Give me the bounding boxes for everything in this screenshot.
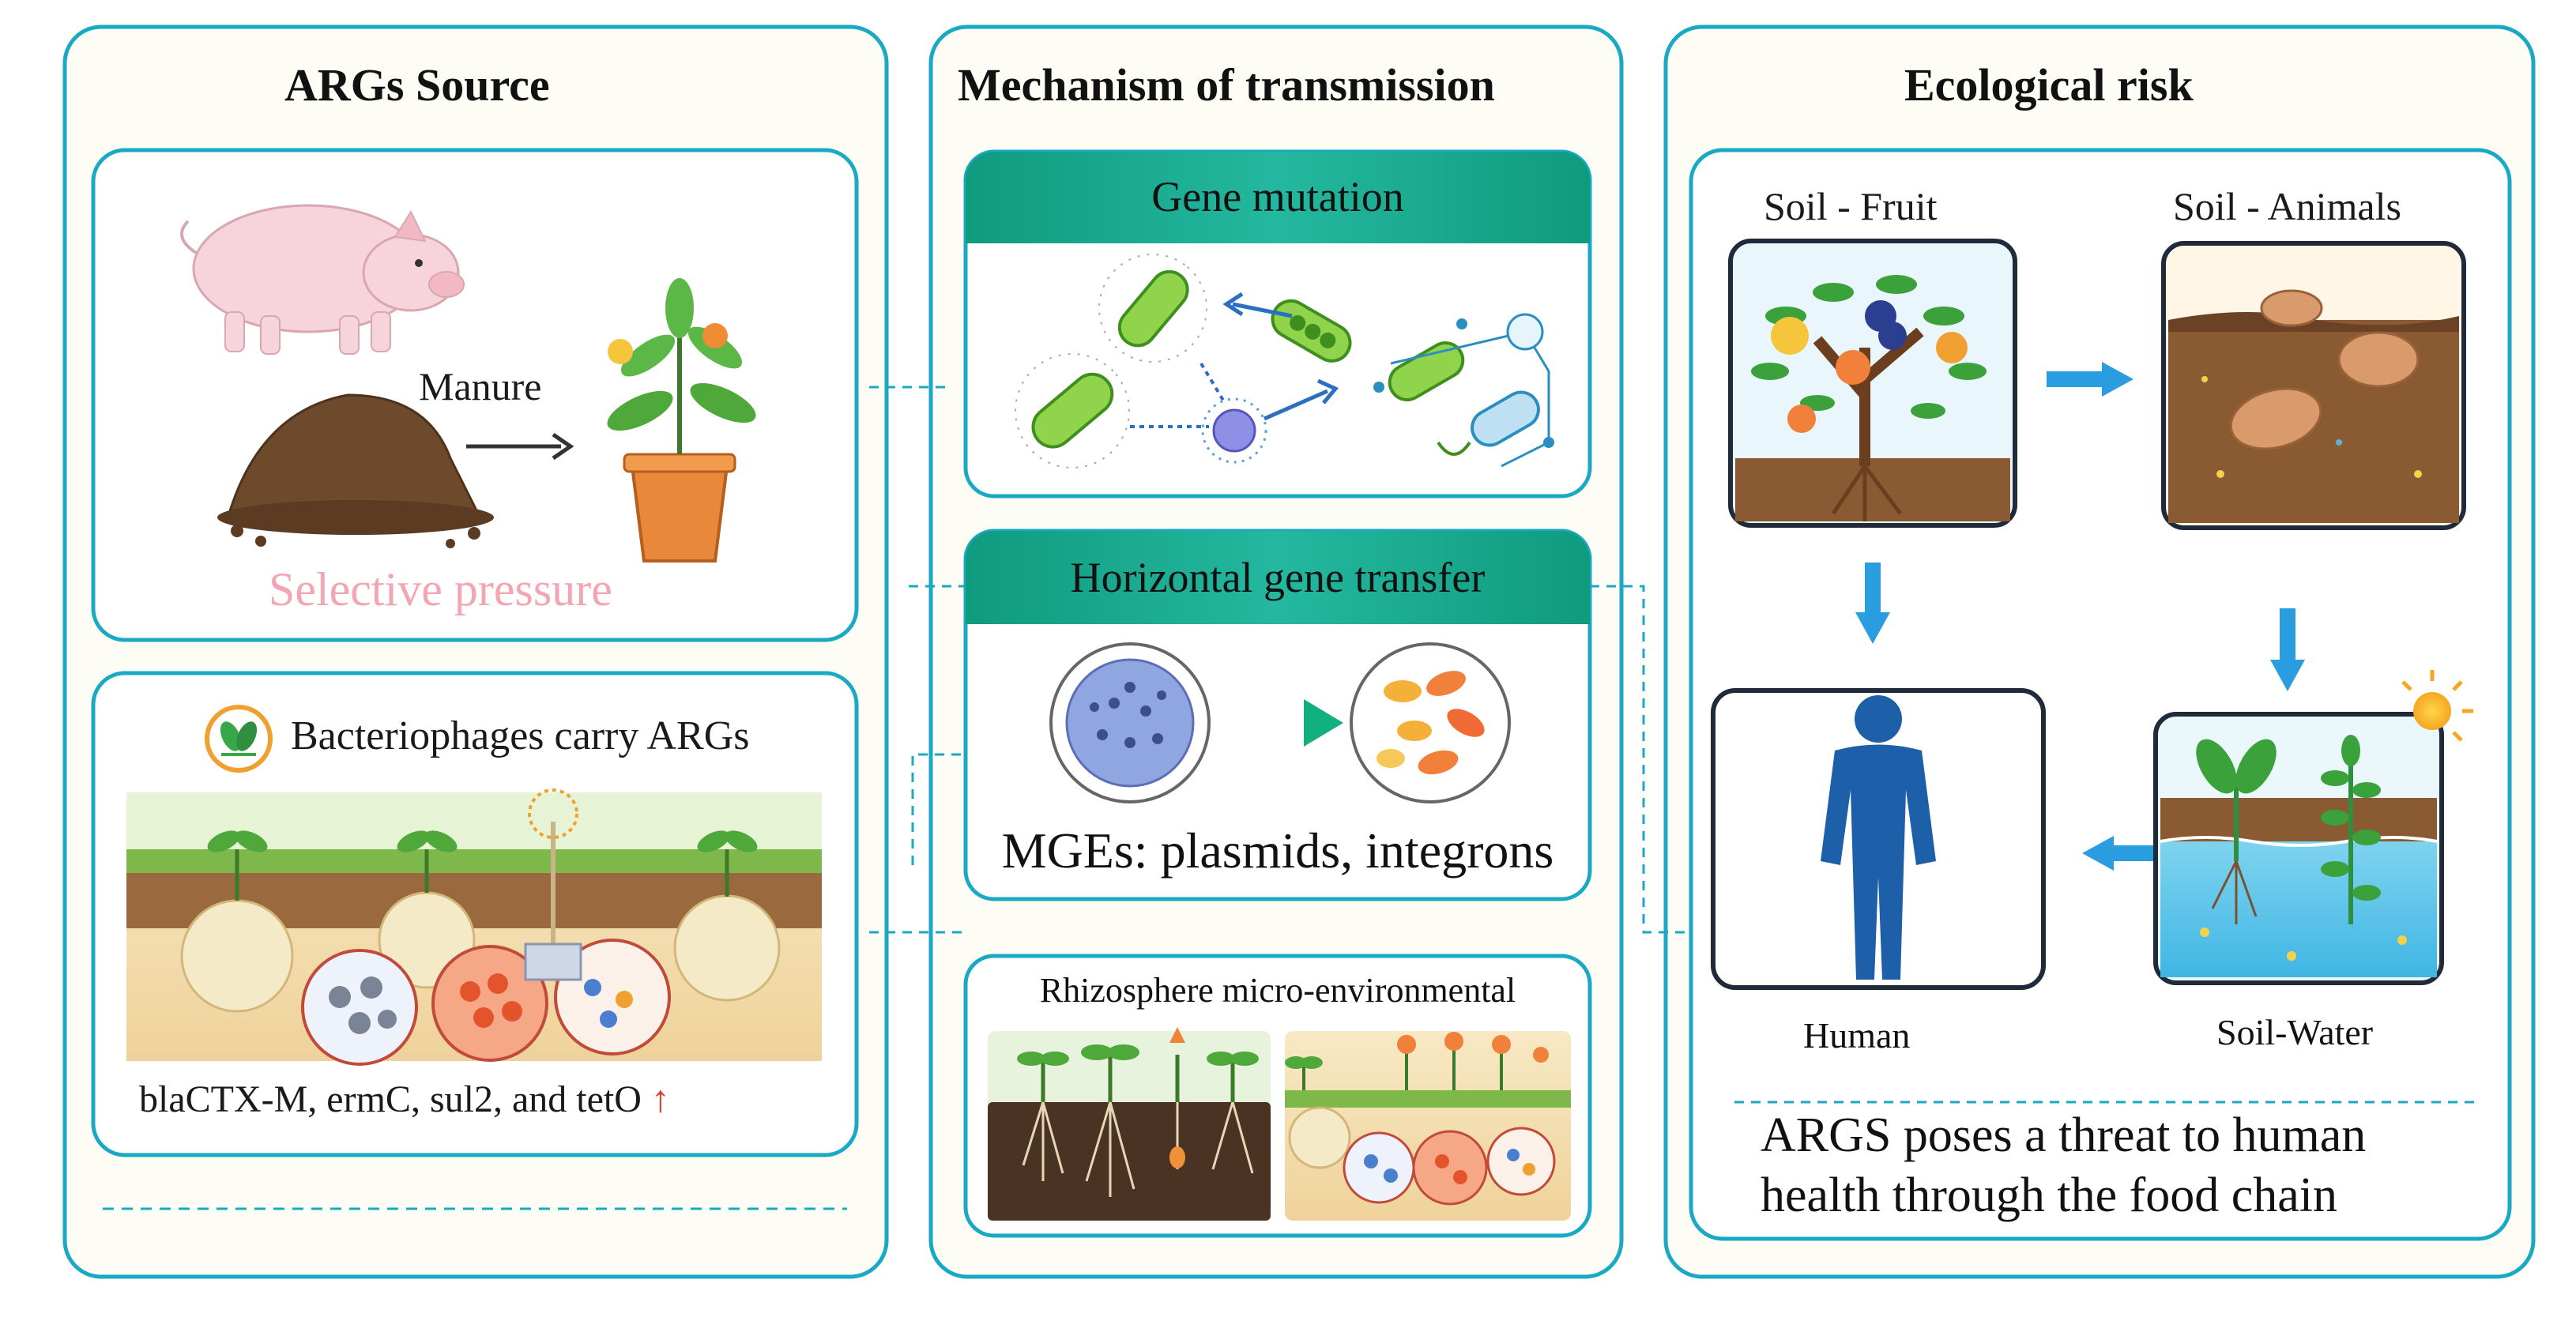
selective-pressure-label: Selective pressure bbox=[269, 563, 612, 615]
mechanism-panel-title: Mechanism of transmission bbox=[958, 59, 1495, 111]
risk-panel-title: Ecological risk bbox=[1904, 59, 2194, 111]
pig-illustration bbox=[180, 204, 465, 355]
sun-icon bbox=[2401, 670, 2473, 742]
rhizo-illustration-right bbox=[1285, 1031, 1571, 1221]
gene-mutation-label: Gene mutation bbox=[1151, 173, 1404, 220]
soil-water-illustration bbox=[2160, 735, 2438, 977]
phage-label: Bacteriophages carry ARGs bbox=[291, 713, 750, 758]
soil-animals-illustration bbox=[2168, 289, 2459, 523]
rhizosphere-label: Rhizosphere micro-environmental bbox=[1039, 971, 1516, 1010]
threat-line-1: ARGS poses a threat to human bbox=[1761, 1108, 2367, 1162]
human-label: Human bbox=[1803, 1015, 1911, 1055]
genes-text: blaCTX-M, ermC, sul2, and tetO bbox=[139, 1078, 642, 1120]
fruit-tree-illustration bbox=[1735, 275, 2010, 521]
human-silhouette bbox=[1821, 695, 1936, 980]
potted-plant bbox=[607, 278, 756, 563]
manure-pile bbox=[217, 393, 494, 548]
manure-label: Manure bbox=[419, 364, 542, 408]
hgt-label: Horizontal gene transfer bbox=[1070, 554, 1486, 601]
soil-animals-label: Soil - Animals bbox=[2173, 184, 2401, 228]
hgt-illustration bbox=[1049, 642, 1511, 803]
mge-label: MGEs: plasmids, integrons bbox=[1001, 822, 1554, 879]
soil-cross-section bbox=[126, 788, 822, 1066]
genes-up-arrow: ↑ bbox=[650, 1078, 670, 1120]
threat-line-2: health through the food chain bbox=[1761, 1168, 2338, 1222]
mutation-bacteria bbox=[1015, 254, 1554, 468]
soil-water-label: Soil-Water bbox=[2216, 1012, 2374, 1052]
soil-fruit-label: Soil - Fruit bbox=[1764, 184, 1938, 228]
rhizo-illustration-left bbox=[988, 1027, 1271, 1221]
source-panel-title: ARGs Source bbox=[284, 59, 550, 111]
genes-label: blaCTX-M, ermC, sul2, and tetO ↑ bbox=[139, 1078, 670, 1121]
leaf-badge-icon bbox=[205, 705, 273, 773]
